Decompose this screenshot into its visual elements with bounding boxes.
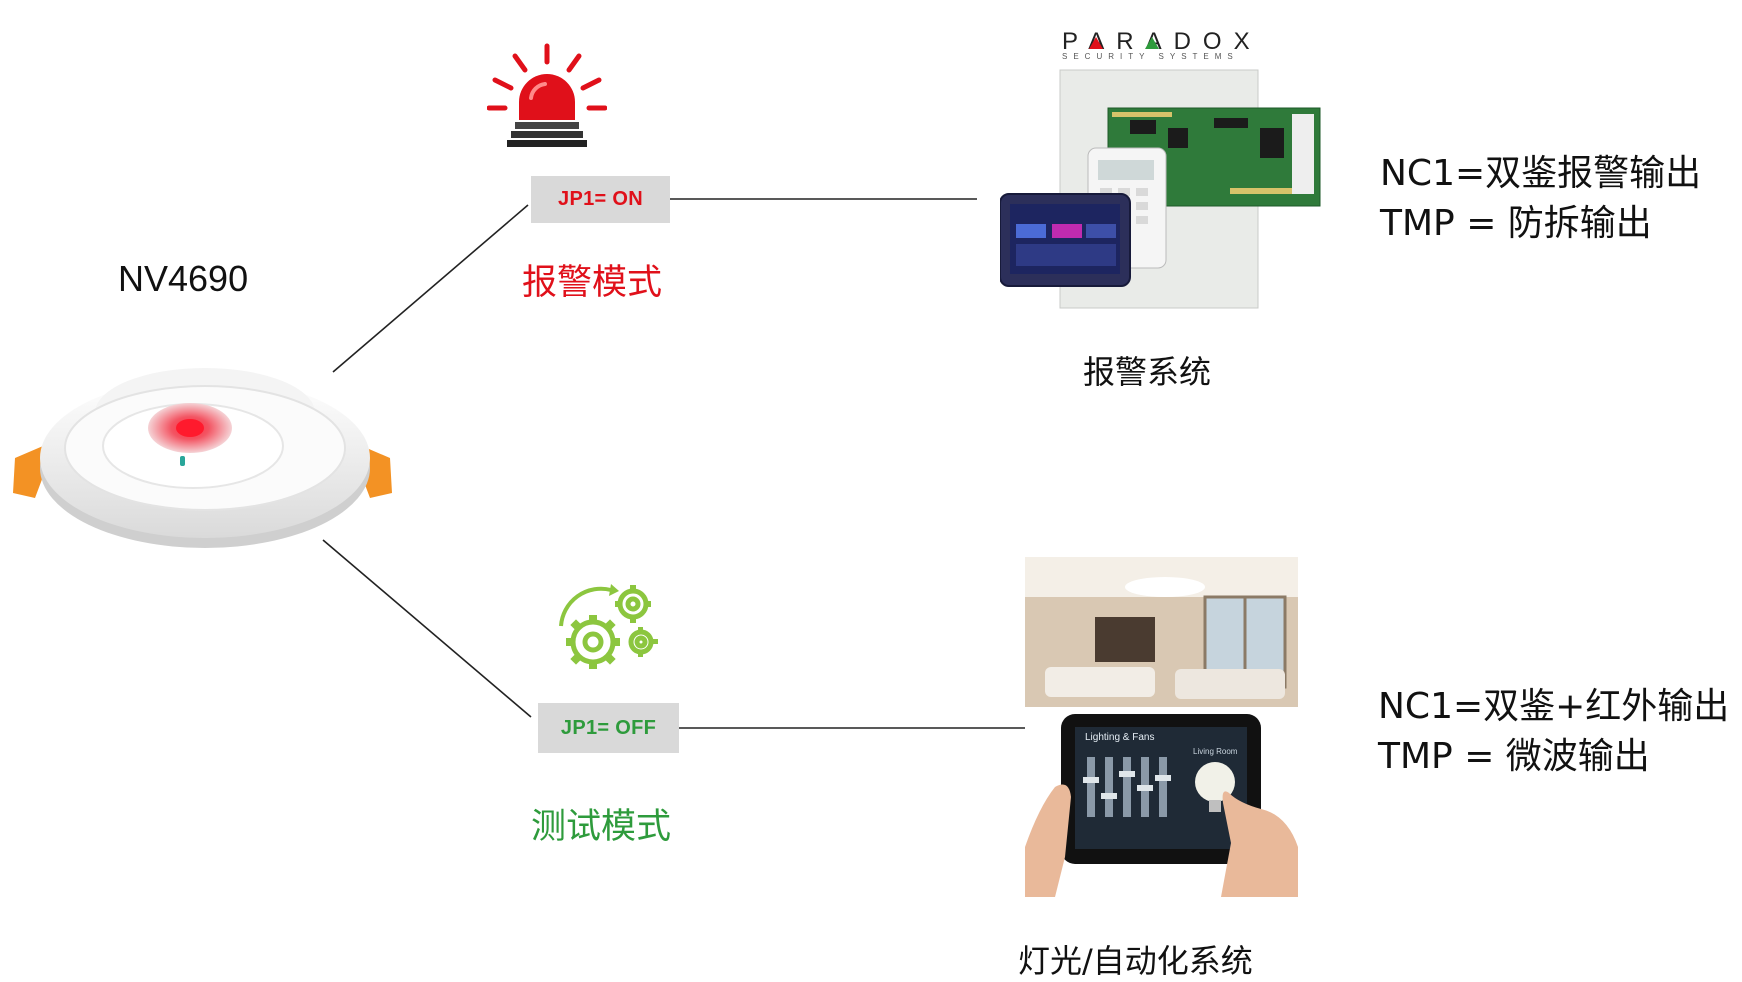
jumper-off-label: JP1= OFF — [538, 703, 679, 753]
motion-detector-image — [13, 368, 392, 548]
test-output-line-2: TMP = 微波输出 — [1378, 736, 1650, 777]
alarm-outputs: NC1=双鉴报警输出 TMP = 防拆输出 — [1380, 149, 1701, 249]
gears-icon — [559, 584, 658, 669]
status-led — [180, 456, 185, 466]
alarm-output-line-2: TMP = 防拆输出 — [1380, 203, 1652, 244]
line-device-to-alarm-jumper — [332, 204, 529, 373]
tablet-room: Living Room — [1193, 747, 1238, 756]
alarm-mode-caption: 报警模式 — [522, 263, 663, 303]
automation-system-caption: 灯光/自动化系统 — [1018, 942, 1253, 980]
tablet-title: Lighting & Fans — [1085, 732, 1155, 743]
test-mode-caption: 测试模式 — [531, 807, 672, 847]
paradox-logo: PARADOX — [1062, 28, 1262, 55]
alarm-system-caption: 报警系统 — [1083, 353, 1212, 391]
test-output-line-1: NC1=双鉴+红外输出 — [1378, 686, 1730, 727]
device-label: NV4690 — [118, 258, 249, 299]
paradox-logo-sub: SECURITY SYSTEMS — [1062, 52, 1239, 61]
jumper-on-label: JP1= ON — [531, 176, 670, 223]
alarm-system-image: PARADOX SECURITY SYSTEMS — [1000, 28, 1330, 318]
siren-icon — [487, 43, 607, 147]
automation-system-image: Lighting & Fans Living Room — [1025, 557, 1298, 897]
alarm-output-line-1: NC1=双鉴报警输出 — [1380, 153, 1702, 194]
line-device-to-test-jumper — [322, 539, 532, 718]
test-outputs: NC1=双鉴+红外输出 TMP = 微波输出 — [1378, 682, 1729, 782]
